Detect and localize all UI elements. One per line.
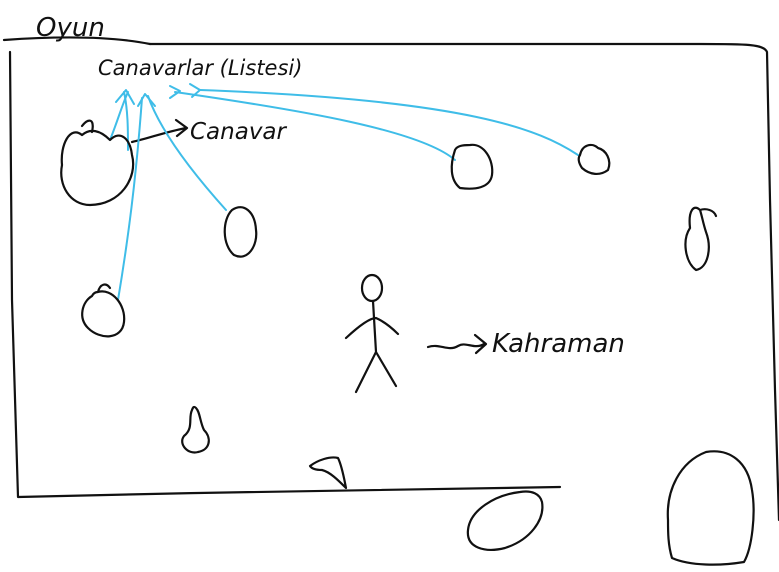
reference-arrowhead xyxy=(137,93,156,107)
monster xyxy=(666,450,755,566)
monster xyxy=(308,456,348,490)
hero-label: Kahraman xyxy=(492,329,625,359)
monsters-list-label: Canavarlar (Listesi) xyxy=(98,56,302,80)
monster-label-arrow xyxy=(130,118,189,144)
hero-body xyxy=(344,299,400,394)
reference-arrow xyxy=(123,91,129,151)
reference-arrow xyxy=(109,91,129,141)
hero-head xyxy=(360,273,384,303)
reference-arrow xyxy=(174,91,456,161)
monster xyxy=(450,143,494,190)
monster xyxy=(60,119,135,207)
monster xyxy=(577,143,611,175)
hero-label-arrow xyxy=(426,333,488,355)
game-title-underline xyxy=(2,36,152,46)
monster xyxy=(684,206,718,272)
game-frame xyxy=(8,42,779,522)
monster xyxy=(466,490,544,551)
monster xyxy=(81,283,126,338)
reference-arrow xyxy=(199,89,579,156)
reference-arrowhead xyxy=(115,89,135,105)
reference-arrow xyxy=(117,97,143,301)
monster xyxy=(223,206,258,258)
reference-arrowhead xyxy=(169,85,181,99)
monster-label: Canavar xyxy=(190,119,288,145)
monster xyxy=(181,405,210,454)
monsters xyxy=(60,119,755,566)
reference-arrow xyxy=(147,95,227,211)
reference-arrows xyxy=(109,83,579,301)
reference-arrowhead xyxy=(189,83,201,98)
hero-figure xyxy=(344,273,400,394)
